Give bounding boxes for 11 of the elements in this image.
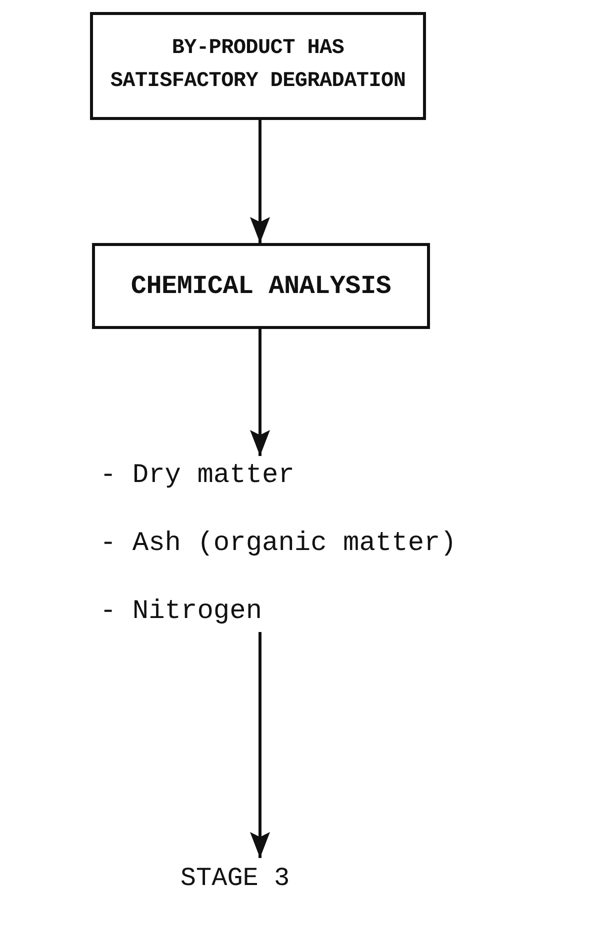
step-text: CHEMICAL ANALYSIS — [130, 270, 392, 303]
arrow — [250, 329, 270, 456]
list-item: - Nitrogen — [100, 596, 262, 629]
list-item: - Dry matter — [100, 460, 294, 493]
process-box — [92, 243, 430, 329]
process-box — [90, 12, 426, 120]
arrow — [250, 120, 270, 243]
step-text: BY-PRODUCT HAS SATISFACTORY DEGRADATION — [109, 36, 407, 95]
stage-label: STAGE 3 — [180, 862, 290, 895]
arrow — [250, 632, 270, 858]
list-item: - Ash (organic matter) — [100, 528, 456, 561]
